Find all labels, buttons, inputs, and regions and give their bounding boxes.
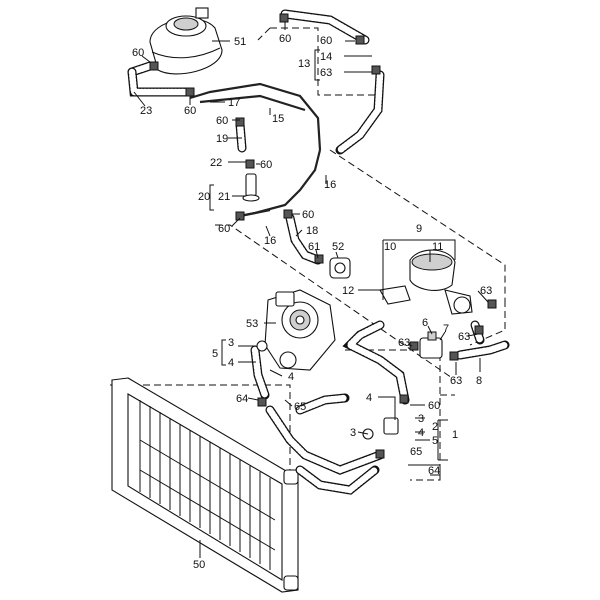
callout-64: 64 [428,465,440,477]
callout-60: 60 [320,35,332,47]
callout-14: 14 [320,51,332,63]
leader-lines [133,22,489,558]
callout-6: 6 [422,317,428,329]
radiator [111,377,299,593]
hoses [127,9,510,495]
auxiliary-pump [379,249,473,315]
callout-60: 60 [302,209,314,221]
callout-65: 65 [410,446,422,458]
callout-63: 63 [398,337,410,349]
valve-unit [419,331,443,359]
callout-22: 22 [210,157,222,169]
callout-60: 60 [260,159,272,171]
callout-4: 4 [228,357,234,369]
callout-2: 2 [432,421,438,433]
callout-60: 60 [132,47,144,59]
callout-10: 10 [384,241,396,253]
callout-8: 8 [476,375,482,387]
hose-clamps [149,13,497,459]
callout-64: 64 [236,393,248,405]
callout-5: 5 [432,435,438,447]
callout-23: 23 [140,105,152,117]
callout-13: 13 [298,58,310,70]
callout-16: 16 [324,179,336,191]
callout-18: 18 [306,225,318,237]
sensor-unit [329,257,351,279]
callout-labels: 51 60 23 60 17 15 60 60 14 13 63 60 19 2… [132,33,492,571]
callout-15: 15 [272,113,284,125]
callout-3: 3 [228,337,234,349]
callout-5: 5 [212,348,218,360]
callout-3: 3 [350,427,356,439]
callout-60: 60 [218,223,230,235]
callout-63: 63 [320,67,332,79]
callout-50: 50 [193,559,205,571]
callout-51: 51 [234,36,246,48]
expansion-tank [149,7,223,75]
callout-4: 4 [366,392,372,404]
callout-19: 19 [216,133,228,145]
callout-3: 3 [418,413,424,425]
callout-61: 61 [308,241,320,253]
callout-65: 65 [294,401,306,413]
callout-4: 4 [288,371,294,383]
callout-63: 63 [458,331,470,343]
callout-1: 1 [452,429,458,441]
callout-63: 63 [480,285,492,297]
callout-60: 60 [279,33,291,45]
callout-63: 63 [450,375,462,387]
callout-4: 4 [418,427,424,439]
callout-7: 7 [443,323,449,335]
callout-60: 60 [184,105,196,117]
callout-11: 11 [432,241,443,253]
callout-17: 17 [228,97,240,109]
callout-52: 52 [332,241,344,253]
callout-9: 9 [416,223,422,235]
coolant-pump-housing [264,289,336,371]
callout-53: 53 [246,318,258,330]
callout-60: 60 [428,400,440,412]
callout-20: 20 [198,191,210,203]
callout-21: 21 [218,191,230,203]
callout-16: 16 [264,235,276,247]
callout-12: 12 [342,285,354,297]
rigid-pipes [189,82,322,218]
callout-60: 60 [216,115,228,127]
